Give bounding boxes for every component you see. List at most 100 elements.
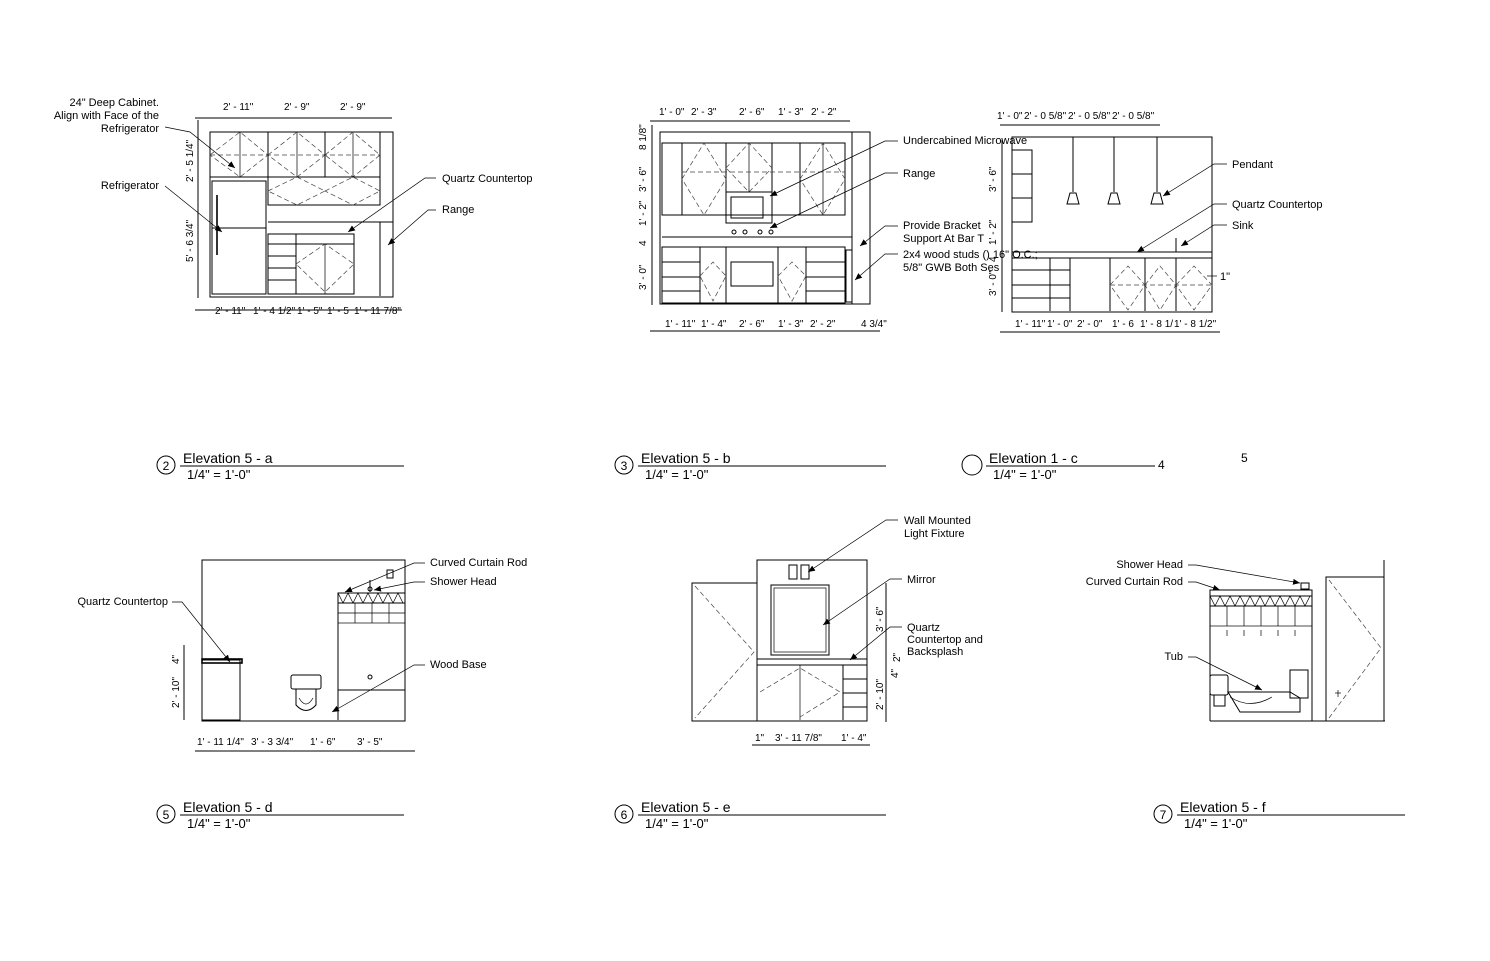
note-wood-base: Wood Base <box>430 659 487 671</box>
dim-bottom-4: 1' - 5 <box>327 306 349 317</box>
elevation-1c: 1' - 0" 2' - 0 5/8" 2' - 0 5/8" 2' - 0 5… <box>961 111 1323 482</box>
dim-top-2: 2' - 0 5/8" <box>1024 111 1067 122</box>
note-curtain-rod: Curved Curtain Rod <box>430 557 527 569</box>
dim-bottom-4: 1' - 3" <box>778 319 804 330</box>
view-number: 6 <box>621 808 628 822</box>
extra-label-5: 5 <box>1241 451 1248 465</box>
view-title: Elevation 5 - b <box>641 450 731 466</box>
note-countertop: Quartz Countertop <box>78 596 169 608</box>
view-scale: 1/4" = 1'-0" <box>993 467 1057 482</box>
dim-bottom-2: 3' - 11 7/8" <box>775 733 822 744</box>
note-refrigerator: Refrigerator <box>101 180 159 192</box>
note-sink: Sink <box>1232 220 1254 232</box>
base-cabinets <box>1012 238 1213 311</box>
dim-bottom-1: 2' - 11" <box>215 306 246 317</box>
view-number: 7 <box>1160 808 1167 822</box>
note-shower-head: Shower Head <box>1116 559 1183 571</box>
dim-side-1: 4" <box>171 654 182 664</box>
base-cabinets <box>661 229 853 304</box>
note-pendant: Pendant <box>1232 159 1273 171</box>
note-studs-2: 5/8" GWB Both Ses <box>903 262 1000 274</box>
note-microwave: Undercabined Microwave <box>903 135 1027 147</box>
pendants <box>1066 137 1164 205</box>
view-scale: 1/4" = 1'-0" <box>645 467 709 482</box>
toilet <box>290 674 322 711</box>
tub-and-toilet <box>1209 669 1309 713</box>
elevation-5f: Shower Head Curved Curtain Rod Tub 7 Ele… <box>1086 559 1405 831</box>
note-range: Range <box>442 204 474 216</box>
dim-side-4: 4 <box>988 256 999 262</box>
view-title: Elevation 5 - a <box>183 450 273 466</box>
note-countertop: Quartz Countertop <box>442 173 533 185</box>
dim-side-1: 3' - 6" <box>875 606 886 632</box>
dim-side-1: 2' - 5 1/4" <box>185 139 196 182</box>
dim-top-4: 1' - 3" <box>778 107 804 118</box>
dim-top-4: 2' - 0 5/8" <box>1112 111 1155 122</box>
dim-side-2: 2' - 10" <box>171 677 182 708</box>
note-one-inch: 1" <box>1220 271 1230 283</box>
elevation-5d: 1' - 11 1/4" 3' - 3 3/4" 1' - 6" 3' - 5"… <box>78 557 528 831</box>
dim-side-2: 3' - 6" <box>638 166 649 192</box>
dim-bottom-3: 1' - 4" <box>841 733 867 744</box>
elevation-5b: 1' - 0" 2' - 3" 2' - 6" 1' - 3" 2' - 2" … <box>614 107 1038 482</box>
upper-cabinets <box>661 142 852 238</box>
dim-bottom-3: 1' - 6" <box>310 737 336 748</box>
vanity <box>757 658 867 720</box>
dim-side-1: 3' - 6" <box>988 166 999 192</box>
refrigerator <box>211 180 267 295</box>
view-scale: 1/4" = 1'-0" <box>187 467 251 482</box>
vanity <box>201 658 243 721</box>
dim-side-2: 2" <box>892 652 903 662</box>
dim-bottom-5: 1' - 11 7/8" <box>354 306 401 317</box>
view-number: 5 <box>163 808 170 822</box>
dim-side-2: 1' - 2" <box>988 219 999 245</box>
note-tub: Tub <box>1164 651 1183 663</box>
dim-bottom-6: 4 3/4" <box>861 319 887 330</box>
elevation-5a: 2' - 11" 2' - 9" 2' - 9" 2' - 11" 1' - 4… <box>54 97 533 482</box>
note-curtain-rod: Curved Curtain Rod <box>1086 576 1183 588</box>
dim-top-5: 2' - 2" <box>811 107 837 118</box>
dim-side-4: 2' - 10" <box>875 679 886 710</box>
dim-side-1: 8 1/8" <box>638 124 649 150</box>
dim-bottom-1: 1' - 11 1/4" <box>197 737 244 748</box>
view-title: Elevation 1 - c <box>989 450 1078 466</box>
dim-side-4: 4 <box>638 240 649 246</box>
dim-top-1: 1' - 0" <box>997 111 1023 122</box>
note-shower-head: Shower Head <box>430 576 497 588</box>
extra-label-4: 4 <box>1158 458 1165 472</box>
dim-top-2: 2' - 3" <box>691 107 717 118</box>
dim-bottom-1: 1' - 11" <box>1015 319 1046 330</box>
dim-top-3: 2' - 9" <box>340 102 366 113</box>
dim-bottom-5: 1' - 8 1/ <box>1140 319 1173 330</box>
shower-surround <box>1209 582 1313 721</box>
shelf-unit <box>1011 149 1033 223</box>
dim-bottom-2: 1' - 4" <box>701 319 727 330</box>
dim-bottom-1: 1" <box>755 733 765 744</box>
dim-top-1: 2' - 11" <box>223 102 254 113</box>
view-title: Elevation 5 - f <box>1180 799 1266 815</box>
view-scale: 1/4" = 1'-0" <box>645 816 709 831</box>
dim-side-3: 1' - 2" <box>638 200 649 226</box>
view-number: 3 <box>621 459 628 473</box>
note-studs: 2x4 wood studs () 16" O.C.; <box>903 249 1038 261</box>
dim-bottom-2: 1' - 4 1/2" <box>253 306 296 317</box>
dim-top-3: 2' - 6" <box>739 107 765 118</box>
view-number: 2 <box>163 459 170 473</box>
elevation-5e: 1" 3' - 11 7/8" 1' - 4" 3' - 6" 2" 4" 2'… <box>614 515 983 831</box>
dim-bottom-6: 1' - 8 1/2" <box>1174 319 1217 330</box>
view-title: Elevation 5 - e <box>641 799 731 815</box>
upper-cabinets <box>209 131 393 223</box>
shower <box>337 569 406 720</box>
dim-side-2: 5' - 6 3/4" <box>185 219 196 262</box>
view-scale: 1/4" = 1'-0" <box>187 816 251 831</box>
dim-top-2: 2' - 9" <box>284 102 310 113</box>
dim-bottom-2: 1' - 0" <box>1047 319 1073 330</box>
dim-side-3: 3' - 0" <box>988 270 999 296</box>
dim-side-3: 4" <box>890 668 901 678</box>
light-fixture <box>788 564 810 580</box>
note-range: Range <box>903 168 935 180</box>
dim-bottom-1: 1' - 11" <box>665 319 696 330</box>
note-mirror: Mirror <box>907 574 936 586</box>
